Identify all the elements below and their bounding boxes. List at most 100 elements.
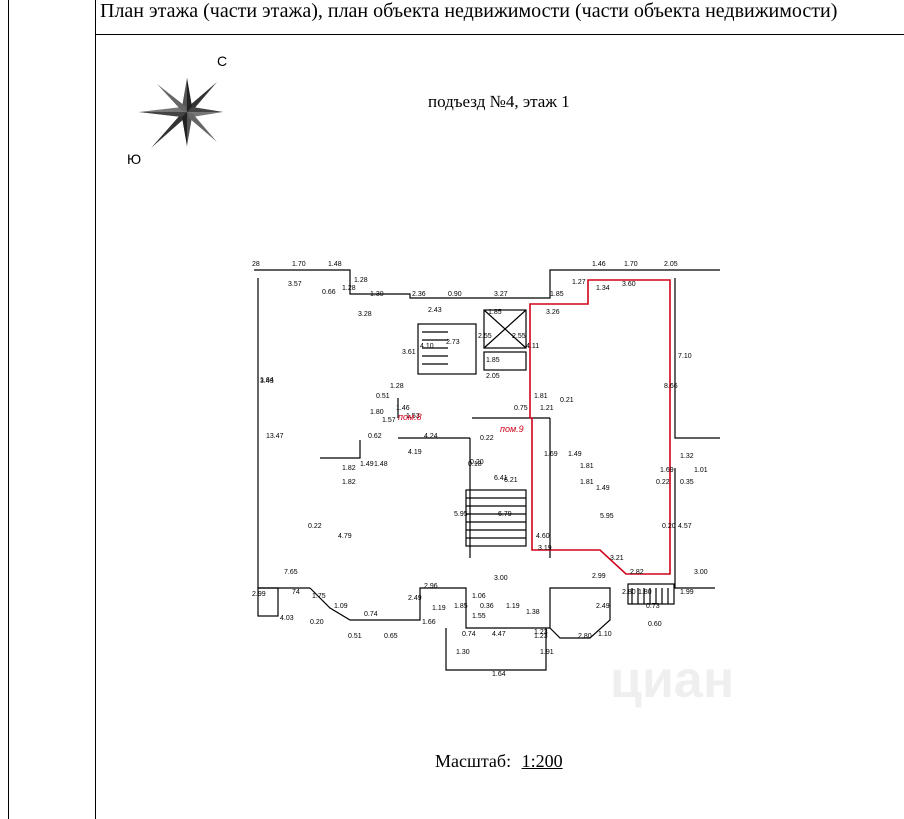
dimension-label: 1.81 [580,479,594,486]
cian-watermark: циан [610,651,735,709]
dimension-label: 1.23 [534,629,548,636]
dimension-label: 3.26 [546,309,560,316]
scale-label: Масштаб: [435,751,512,771]
dimension-label: 1.91 [540,649,554,656]
dimension-label: 4.57 [678,523,692,530]
dimension-label: 2.96 [424,583,438,590]
dimension-label: 0.62 [368,433,382,440]
dimension-label: 1.81 [534,393,548,400]
dimension-label: 1.64 [492,671,506,678]
dimension-label: 4.24 [424,433,438,440]
dimension-label: 0.51 [348,633,362,640]
dimension-label: 3.19 [538,545,552,552]
dimension-label: 0.20 [470,459,484,466]
dimension-label: 1.70 [624,261,638,268]
compass-north-label: С [217,53,227,69]
dimension-label: 1.66 [422,619,436,626]
dimension-label: 1.06 [472,593,486,600]
dimension-label: 4.47 [492,631,506,638]
compass-rose-icon: С Ю [127,53,227,167]
dimension-label: 4.79 [338,533,352,540]
dimension-label: 1.38 [526,609,540,616]
dimension-label: 3.60 [622,281,636,288]
dimension-label: 1.69 [660,467,674,474]
dimension-label: 1.30 [456,649,470,656]
dimension-label: 0.74 [364,611,378,618]
dimension-label: 1.49 [360,461,374,468]
plan-subtitle: подъезд №4, этаж 1 [428,92,570,111]
dimension-label: 3.43 [260,378,274,385]
dimension-label: 1.48 [374,461,388,468]
dimension-label: 5.95 [454,511,468,518]
dimension-label: 1.99 [680,589,694,596]
dimension-label: 1.32 [680,453,694,460]
dimension-label: 1.81 [580,463,594,470]
dimension-label: 74 [292,589,300,596]
dimension-label: 0.22 [480,435,494,442]
dimension-label: 1.80 [638,589,652,596]
dimension-label: 1.70 [292,261,306,268]
dimension-label: 0.20 [310,619,324,626]
dimension-label: 2.82 [630,569,644,576]
dimension-label: 4.03 [280,615,294,622]
dimension-label: 2.99 [252,591,266,598]
dimension-label: 7.10 [678,353,692,360]
dimension-label: 1.46 [592,261,606,268]
dimension-label: 1.01 [694,467,708,474]
dimension-label: 1.23 [534,633,548,640]
dimension-label: 2.73 [446,339,460,346]
dimension-label: 2.99 [592,573,606,580]
dimension-label: 1.10 [598,631,612,638]
dimension-label: 8.66 [664,383,678,390]
dimension-label: 1.85 [454,603,468,610]
dimension-label: 1.49 [596,485,610,492]
dimension-label: 1.28 [354,277,368,284]
dimension-label: 13.47 [266,433,284,440]
dimension-label: 2.80 [578,633,592,640]
dimension-label: 2.49 [596,603,610,610]
dimension-label: 0.35 [680,479,694,486]
dimension-label: 1.19 [506,603,520,610]
room-label-9: пом.9 [500,424,524,434]
dimension-label: 2.43 [428,307,442,314]
dimension-label: 7.65 [284,569,298,576]
dimension-label: 6.79 [498,511,512,518]
page-left-border [8,0,9,819]
dimension-label: 0.65 [384,633,398,640]
dimension-label: 6.21 [504,477,518,484]
compass-south-label: Ю [127,151,141,167]
dimension-label: 1.21 [540,405,554,412]
dimension-label: 1.80 [370,409,384,416]
dimension-label: 4.11 [526,343,539,350]
dimension-label: 2.80 [622,589,636,596]
dimension-label: 0.74 [462,631,476,638]
dimension-label: 1.28 [342,285,356,292]
dimension-label: 2.36 [412,291,426,298]
dimension-label: 0.36 [480,603,494,610]
dimension-label: 1.69 [544,451,558,458]
dimension-label: 1.85 [488,309,502,316]
dimension-label: 3.61 [402,349,416,356]
dimension-label: 1.28 [390,383,404,390]
frame-top-border [95,34,904,35]
dimension-label: 1.85 [486,357,500,364]
dimension-label: 1.34 [596,285,610,292]
dimension-label: 3.27 [494,291,508,298]
dimension-label: 1.46 [396,405,410,412]
dimension-label: 3.00 [494,575,508,582]
dimension-label: 0.22 [656,479,670,486]
dimension-label: 2.55 [478,333,492,340]
highlighted-unit-boundary [529,279,671,575]
dimension-label: 1.57 [382,417,396,424]
dimension-label: 2.49 [408,595,422,602]
dimension-label: 0.51 [376,393,390,400]
dimension-label: 3.21 [610,555,624,562]
dimension-label: 2.55 [512,333,526,340]
dimension-label: 2.05 [486,373,500,380]
dimension-label: 3.00 [694,569,708,576]
dimension-label: 1.30 [370,291,384,298]
dimension-label: 1.48 [328,261,342,268]
dimension-label: 6.41 [494,475,508,482]
scale-value: 1:200 [521,751,563,771]
